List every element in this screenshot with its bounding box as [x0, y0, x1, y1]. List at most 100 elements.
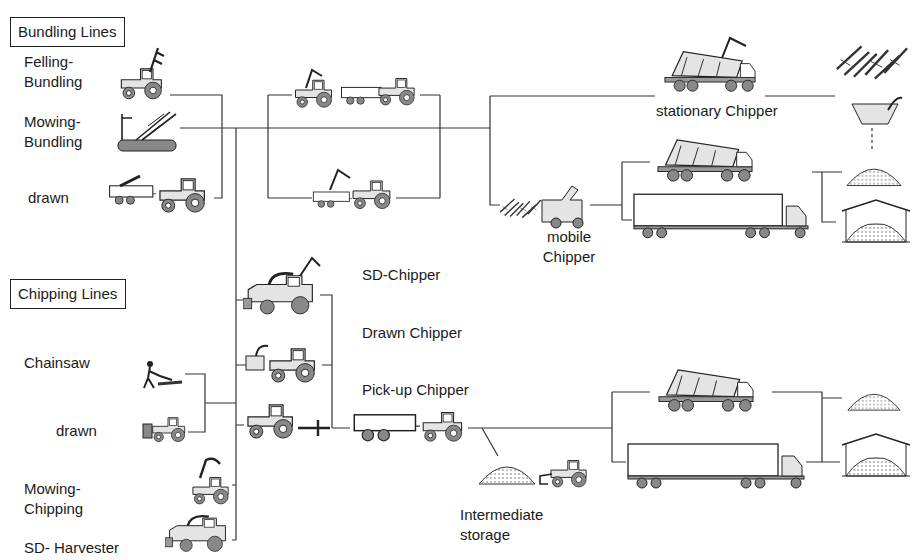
section-heading: Chipping Lines: [18, 284, 118, 304]
intermediate-storage: [551, 461, 586, 487]
drawn-bundler: [110, 176, 205, 212]
machine-label: Felling- Bundling: [24, 52, 94, 92]
label-holder: stationary Chipper: [656, 101, 778, 121]
forwarder: [330, 170, 350, 190]
forwarder: [341, 87, 384, 104]
label-holder: Drawn Chipper: [362, 323, 462, 343]
drawn-bundler: [110, 186, 156, 204]
semi-trailer: [628, 444, 804, 488]
connector-line: [185, 374, 236, 432]
mowing-bundler: [118, 140, 176, 151]
connector-line: [267, 95, 268, 198]
label-holder: drawn: [28, 188, 69, 208]
label-holder: SD-Chipper: [362, 265, 440, 285]
forwarder: [296, 80, 332, 107]
connector-line: [320, 295, 332, 428]
label-holder: drawn: [56, 421, 97, 441]
forwarder: [306, 70, 322, 88]
connector-line: [812, 172, 842, 222]
machine-label: drawn: [28, 188, 69, 208]
mowing-chipper: [193, 459, 228, 504]
sd-chipper: [243, 273, 312, 314]
connector-line: [490, 95, 835, 96]
log-truck: [665, 52, 755, 92]
label-holder: SD- Harvester: [24, 538, 119, 558]
mowing-bundler: [118, 112, 176, 151]
felling-bundler: [121, 48, 164, 99]
mobile-chipper: [573, 218, 583, 228]
label-holder: Mowing- Bundling: [24, 112, 94, 152]
storage-shed: [842, 434, 910, 476]
mobile-chipper: [551, 218, 561, 228]
mowing-bundler: [148, 114, 164, 132]
label-holder: Pick-up Chipper: [362, 380, 469, 400]
container-truck: [659, 370, 753, 411]
drawn-bundler: [160, 179, 204, 212]
storage-shed: [842, 200, 910, 242]
forwarder: [313, 170, 390, 209]
section-heading-box: Chipping Lines: [10, 279, 126, 309]
chip-pile: [848, 394, 900, 410]
mobile-chipper: [542, 186, 582, 222]
chip-pile: [847, 169, 901, 185]
wagon: [423, 412, 461, 441]
mowing-bundler: [122, 112, 176, 140]
drawn-chipper: [246, 346, 314, 382]
drawn-bundler: [120, 176, 140, 186]
machine-label: Chainsaw: [24, 353, 90, 373]
connector-line: [170, 95, 872, 540]
machine-label: Drawn Chipper: [362, 323, 462, 343]
log-truck: [665, 38, 755, 91]
winch-tractor: [153, 418, 185, 442]
chainsaw-worker: [144, 367, 172, 388]
label-holder: mobile Chipper: [536, 227, 602, 267]
wagon: [354, 415, 420, 441]
machine-label: Intermediate storage: [460, 505, 560, 545]
machine-label: SD- Harvester: [24, 538, 119, 558]
connector-line: [439, 95, 440, 198]
sd-chipper: [243, 258, 320, 314]
section-heading-box: Bundling Lines: [10, 17, 125, 47]
stationary-chipper: [852, 104, 898, 124]
mobile-chipper: [500, 199, 541, 218]
drawn-chipper: [256, 346, 268, 356]
semi-trailer: [634, 194, 808, 238]
sd-chipper: [300, 258, 320, 276]
chainsaw-worker: [144, 361, 182, 388]
winch-tractor: [143, 424, 152, 438]
felling-bundler: [150, 48, 164, 72]
forwarder: [353, 181, 390, 209]
label-holder: Mowing- Chipping: [24, 479, 96, 519]
section-heading: Bundling Lines: [18, 22, 117, 42]
intermediate-storage: [540, 474, 552, 484]
winch-tractor: [143, 418, 185, 442]
machine-label: Mowing- Bundling: [24, 112, 94, 152]
forwarder: [379, 79, 414, 105]
container-truck: [658, 140, 752, 181]
label-holder: Felling- Bundling: [24, 52, 94, 92]
chainsaw-worker: [147, 361, 153, 367]
chainsaw-worker: [158, 382, 182, 384]
machine-label: mobile Chipper: [536, 227, 602, 267]
connector-line: [490, 96, 500, 205]
pickup-chipper: [298, 420, 330, 436]
drawn-chipper: [270, 349, 314, 382]
intermediate-storage: [479, 467, 535, 484]
connector-line: [772, 392, 842, 462]
label-holder: Chainsaw: [24, 353, 90, 373]
log-truck: [722, 38, 746, 58]
drawn-chipper: [246, 356, 264, 370]
machine-label: SD-Chipper: [362, 265, 440, 285]
pickup-chipper: [248, 405, 292, 438]
connector-line: [170, 95, 222, 198]
sd-harvester: [165, 516, 225, 551]
forwarder: [313, 192, 352, 207]
label-holder: Intermediate storage: [460, 505, 560, 545]
connector-line: [482, 428, 498, 456]
machine-label: stationary Chipper: [656, 101, 778, 121]
intermediate-storage: [479, 461, 586, 487]
stationary-chipper: [852, 98, 902, 124]
machine-label: Mowing- Chipping: [24, 479, 96, 519]
connector-line: [180, 127, 490, 128]
